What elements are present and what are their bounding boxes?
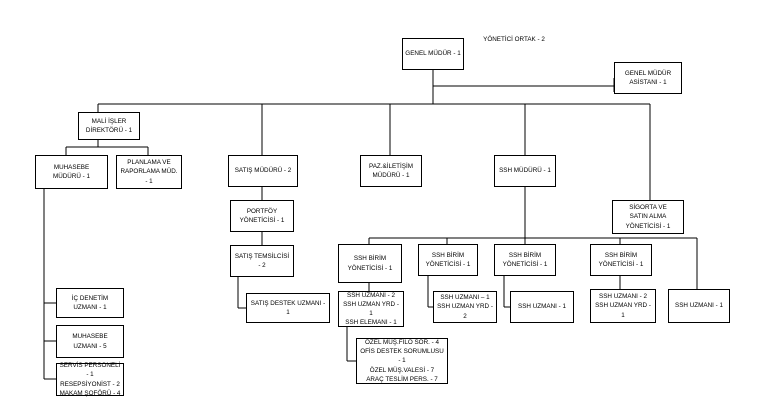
pazarlama-iletisim-muduru-box: PAZ.&İLETİŞİM MÜDÜRÜ - 1 bbox=[360, 155, 422, 187]
portfoy-yoneticisi-box: PORTFÖY YÖNETİCİSİ - 1 bbox=[230, 200, 294, 232]
ssh-birim-yoneticisi-3-box: SSH BİRİM YÖNETİCİSİ - 1 bbox=[494, 244, 556, 276]
satis-temsilcisi-box: SATIŞ TEMSİLCİSİ - 2 bbox=[230, 245, 294, 277]
yonetici-ortak-label: YÖNETİCİ ORTAK - 2 bbox=[483, 36, 545, 43]
muhasebe-uzmani-box: MUHASEBE UZMANI - 5 bbox=[56, 325, 124, 358]
planlama-raporlama-muduru-box: PLANLAMA VE RAPORLAMA MÜD. - 1 bbox=[116, 155, 182, 189]
ssh-unit-5-staff-box: SSH UZMANI - 1 bbox=[668, 289, 730, 323]
servis-personeli-box: SERVİS PERSONELİ - 1 RESEPSİYONİST - 2 M… bbox=[56, 362, 124, 397]
satis-muduru-box: SATIŞ MÜDÜRÜ - 2 bbox=[228, 155, 298, 187]
genel-mudur-asistani-box: GENEL MÜDÜR ASİSTANI - 1 bbox=[614, 62, 682, 94]
ic-denetim-uzmani-box: İÇ DENETİM UZMANI - 1 bbox=[56, 288, 124, 318]
ssh-birim-yoneticisi-4-box: SSH BİRİM YÖNETİCİSİ - 1 bbox=[590, 244, 652, 276]
muhasebe-muduru-box: MUHASEBE MÜDÜRÜ - 1 bbox=[35, 155, 108, 189]
ssh-unit-1-staff-box: SSH UZMANI - 2 SSH UZMAN YRD - 1 SSH ELE… bbox=[338, 291, 404, 327]
genel-mudur-box: GENEL MÜDÜR - 1 bbox=[402, 38, 464, 70]
sigorta-satin-alma-box: SİGORTA VE SATIN ALMA YÖNETİCİSİ - 1 bbox=[612, 200, 684, 234]
ssh-unit-2-staff-box: SSH UZMANI – 1 SSH UZMAN YRD - 2 bbox=[433, 291, 497, 323]
ssh-unit-4-staff-box: SSH UZMANI - 2 SSH UZMAN YRD - 1 bbox=[590, 289, 656, 323]
satis-destek-uzmani-box: SATIŞ DESTEK UZMANI - 1 bbox=[246, 293, 330, 323]
ssh-muduru-box: SSH MÜDÜRÜ - 1 bbox=[494, 155, 556, 187]
mali-isler-direktoru-box: MALİ İŞLER DİREKTÖRÜ - 1 bbox=[78, 112, 140, 140]
ssh-birim-yoneticisi-2-box: SSH BİRİM YÖNETİCİSİ - 1 bbox=[418, 244, 478, 276]
ozel-musteri-staff-box: ÖZEL MÜŞ.FİLO SOR. - 4 OFİS DESTEK SORUM… bbox=[356, 338, 448, 384]
ssh-unit-3-staff-box: SSH UZMANI - 1 bbox=[510, 291, 574, 323]
ssh-birim-yoneticisi-1-box: SSH BİRİM YÖNETİCİSİ - 1 bbox=[338, 244, 402, 283]
